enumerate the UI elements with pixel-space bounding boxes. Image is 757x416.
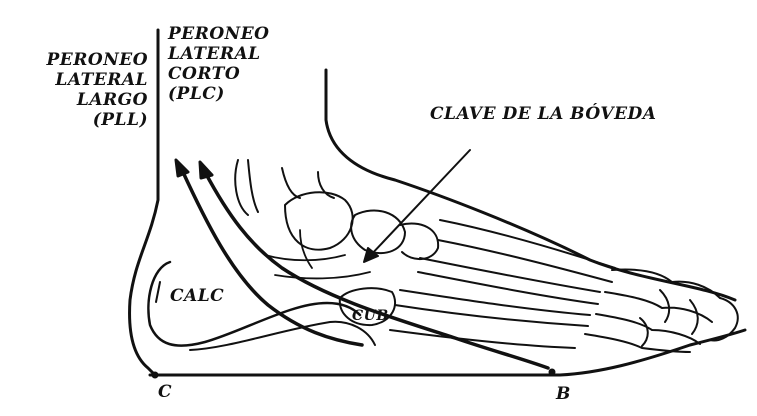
pll-line2: LATERAL: [20, 70, 148, 90]
plc-line2: LATERAL: [168, 44, 269, 64]
pll-line3: LARGO: [20, 90, 148, 110]
cuneiform-1: [400, 224, 438, 260]
label-cub: CUB: [352, 306, 389, 326]
label-point-c: C: [158, 382, 172, 402]
metatarsal-3: [395, 290, 590, 326]
label-clave-boveda: CLAVE DE LA BÓVEDA: [430, 104, 656, 124]
talus: [285, 192, 353, 249]
plc-arrowhead: [200, 162, 212, 178]
label-peroneo-largo: PERONEO LATERAL LARGO (PLL): [20, 50, 148, 130]
pll-arrowhead: [176, 160, 188, 176]
point-b-marker: [549, 369, 555, 375]
calcaneus-mark: [156, 282, 160, 302]
plc-line1: PERONEO: [168, 24, 269, 44]
label-peroneo-corto: PERONEO LATERAL CORTO (PLC): [168, 24, 269, 104]
pll-line4: (PLL): [20, 110, 148, 130]
label-point-b: B: [556, 384, 571, 404]
fibula-end: [235, 160, 258, 215]
clave-pointer-line: [368, 150, 470, 258]
label-calc: CALC: [170, 286, 224, 306]
plc-line3: CORTO: [168, 64, 269, 84]
phalanges: [585, 270, 720, 353]
calcaneus-lower: [190, 322, 375, 350]
pll-line1: PERONEO: [20, 50, 148, 70]
point-c-marker: [152, 372, 158, 378]
plc-line4: (PLC): [168, 84, 269, 104]
